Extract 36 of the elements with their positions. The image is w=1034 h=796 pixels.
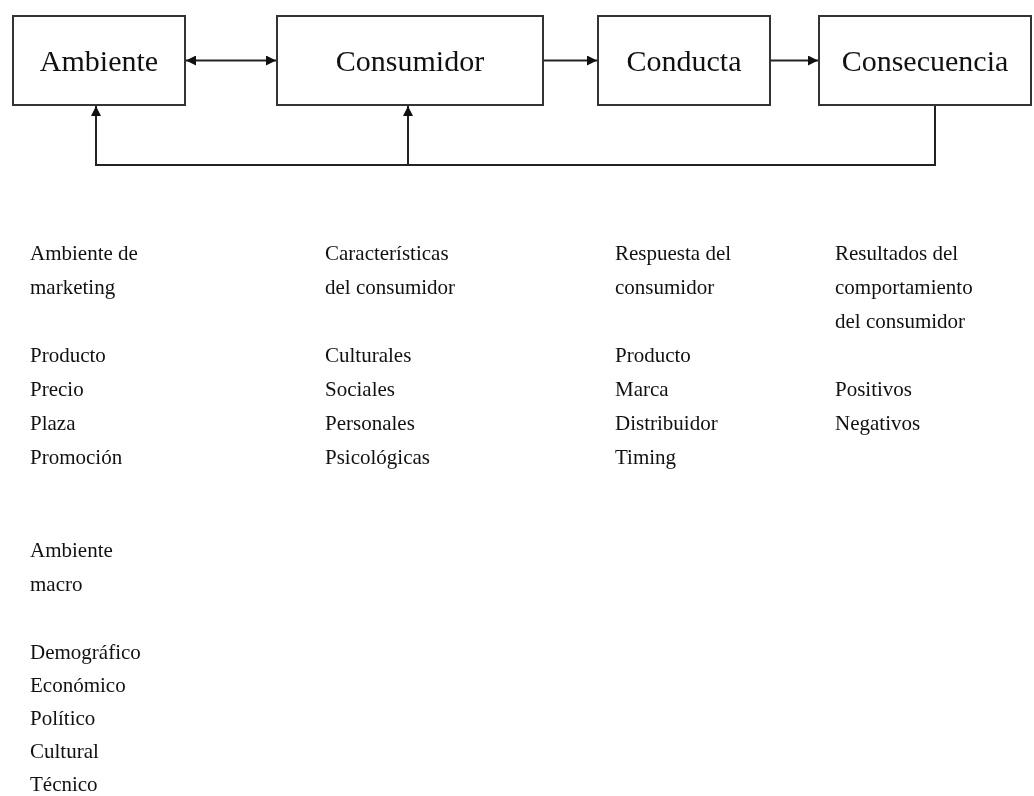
list-item: Sociales (325, 378, 395, 400)
arrow (543, 55, 598, 66)
list-item: Distribuidor (615, 412, 718, 434)
list-item: Cultural (30, 740, 99, 762)
process-box (12, 15, 186, 106)
list-item: Promoción (30, 446, 123, 468)
list-item: Técnico (30, 773, 98, 795)
column-heading: Ambiente de marketing (30, 240, 139, 301)
list-item: Culturales (325, 344, 412, 366)
column-heading: Resultados del comportamiento del consumidor (835, 240, 974, 335)
box-label: Consumidor (335, 43, 485, 78)
box-label: Ambiente (39, 43, 159, 78)
list-item: Político (30, 707, 96, 729)
arrow (770, 55, 819, 66)
process-box (818, 15, 1032, 106)
process-box (276, 15, 544, 106)
arrow (403, 105, 936, 166)
column-heading: Respuesta del consumidor (615, 240, 733, 301)
list-item: Marca (615, 378, 669, 400)
list-item: Psicológicas (325, 446, 430, 468)
process-box (597, 15, 771, 106)
list-item: Negativos (835, 412, 921, 434)
list-item: Personales (325, 412, 415, 434)
list-item: Producto (30, 344, 106, 366)
list-item: Precio (30, 378, 84, 400)
column-heading: Características del consumidor (325, 240, 457, 301)
arrow (185, 55, 277, 66)
list-item: Producto (615, 344, 691, 366)
column-heading: Ambiente macro (30, 537, 114, 598)
list-item: Demográfico (30, 641, 141, 663)
list-item: Económico (30, 674, 126, 696)
list-item: Positivos (835, 378, 913, 400)
box-label: Consecuencia (841, 43, 1009, 78)
box-label: Conducta (626, 43, 742, 78)
list-item: Timing (615, 446, 677, 468)
list-item: Plaza (30, 412, 76, 434)
